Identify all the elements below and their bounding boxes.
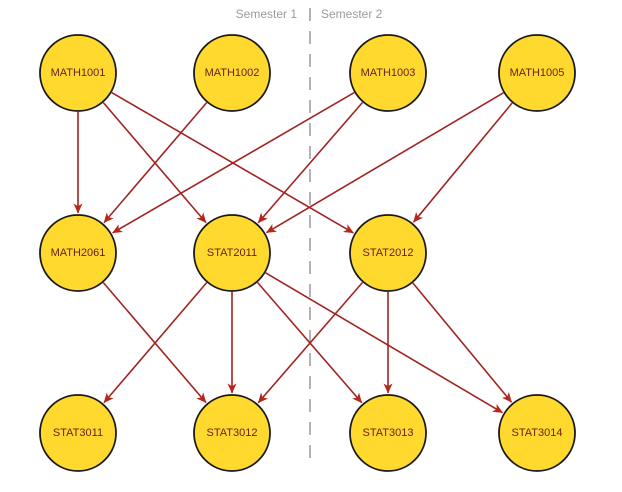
graph-node-math1002[interactable]: MATH1002 bbox=[193, 34, 271, 112]
edge-math1003-to-math2061 bbox=[112, 91, 355, 234]
graph-node-stat3014[interactable]: STAT3014 bbox=[498, 394, 576, 472]
graph-node-math1005[interactable]: MATH1005 bbox=[498, 34, 576, 112]
graph-node-stat3011[interactable]: STAT3011 bbox=[39, 394, 117, 472]
graph-node-stat3013[interactable]: STAT3013 bbox=[349, 394, 427, 472]
node-circle-stat3013[interactable] bbox=[349, 394, 427, 472]
edge-math1003-to-stat2011 bbox=[257, 101, 364, 224]
graph-node-math1001[interactable]: MATH1001 bbox=[39, 34, 117, 112]
node-circle-math1001[interactable] bbox=[39, 34, 117, 112]
graph-node-stat3012[interactable]: STAT3012 bbox=[193, 394, 271, 472]
edge-math1005-to-stat2012 bbox=[412, 102, 513, 223]
semester-1-label: Semester 1 bbox=[235, 7, 297, 21]
node-circle-stat3011[interactable] bbox=[39, 394, 117, 472]
graph-node-stat2011[interactable]: STAT2011 bbox=[193, 214, 271, 292]
graph-node-math2061[interactable]: MATH2061 bbox=[39, 214, 117, 292]
node-circle-math1003[interactable] bbox=[349, 34, 427, 112]
node-circle-stat3012[interactable] bbox=[193, 394, 271, 472]
edge-stat2012-to-stat3014 bbox=[412, 282, 513, 403]
edge-math1002-to-math2061 bbox=[103, 102, 208, 224]
edge-stat2012-to-stat3012 bbox=[257, 281, 364, 404]
edge-stat2011-to-stat3011 bbox=[103, 282, 208, 404]
node-circle-stat2012[interactable] bbox=[349, 214, 427, 292]
edge-stat2011-to-stat3014 bbox=[265, 272, 503, 414]
node-circle-math1005[interactable] bbox=[498, 34, 576, 112]
node-circle-stat3014[interactable] bbox=[498, 394, 576, 472]
graph-node-stat2012[interactable]: STAT2012 bbox=[349, 214, 427, 292]
semester-2-label: Semester 2 bbox=[321, 7, 383, 21]
node-circle-stat2011[interactable] bbox=[193, 214, 271, 292]
node-circle-math2061[interactable] bbox=[39, 214, 117, 292]
node-circle-math1002[interactable] bbox=[193, 34, 271, 112]
graph-node-math1003[interactable]: MATH1003 bbox=[349, 34, 427, 112]
edge-math1005-to-stat2011 bbox=[266, 92, 504, 234]
